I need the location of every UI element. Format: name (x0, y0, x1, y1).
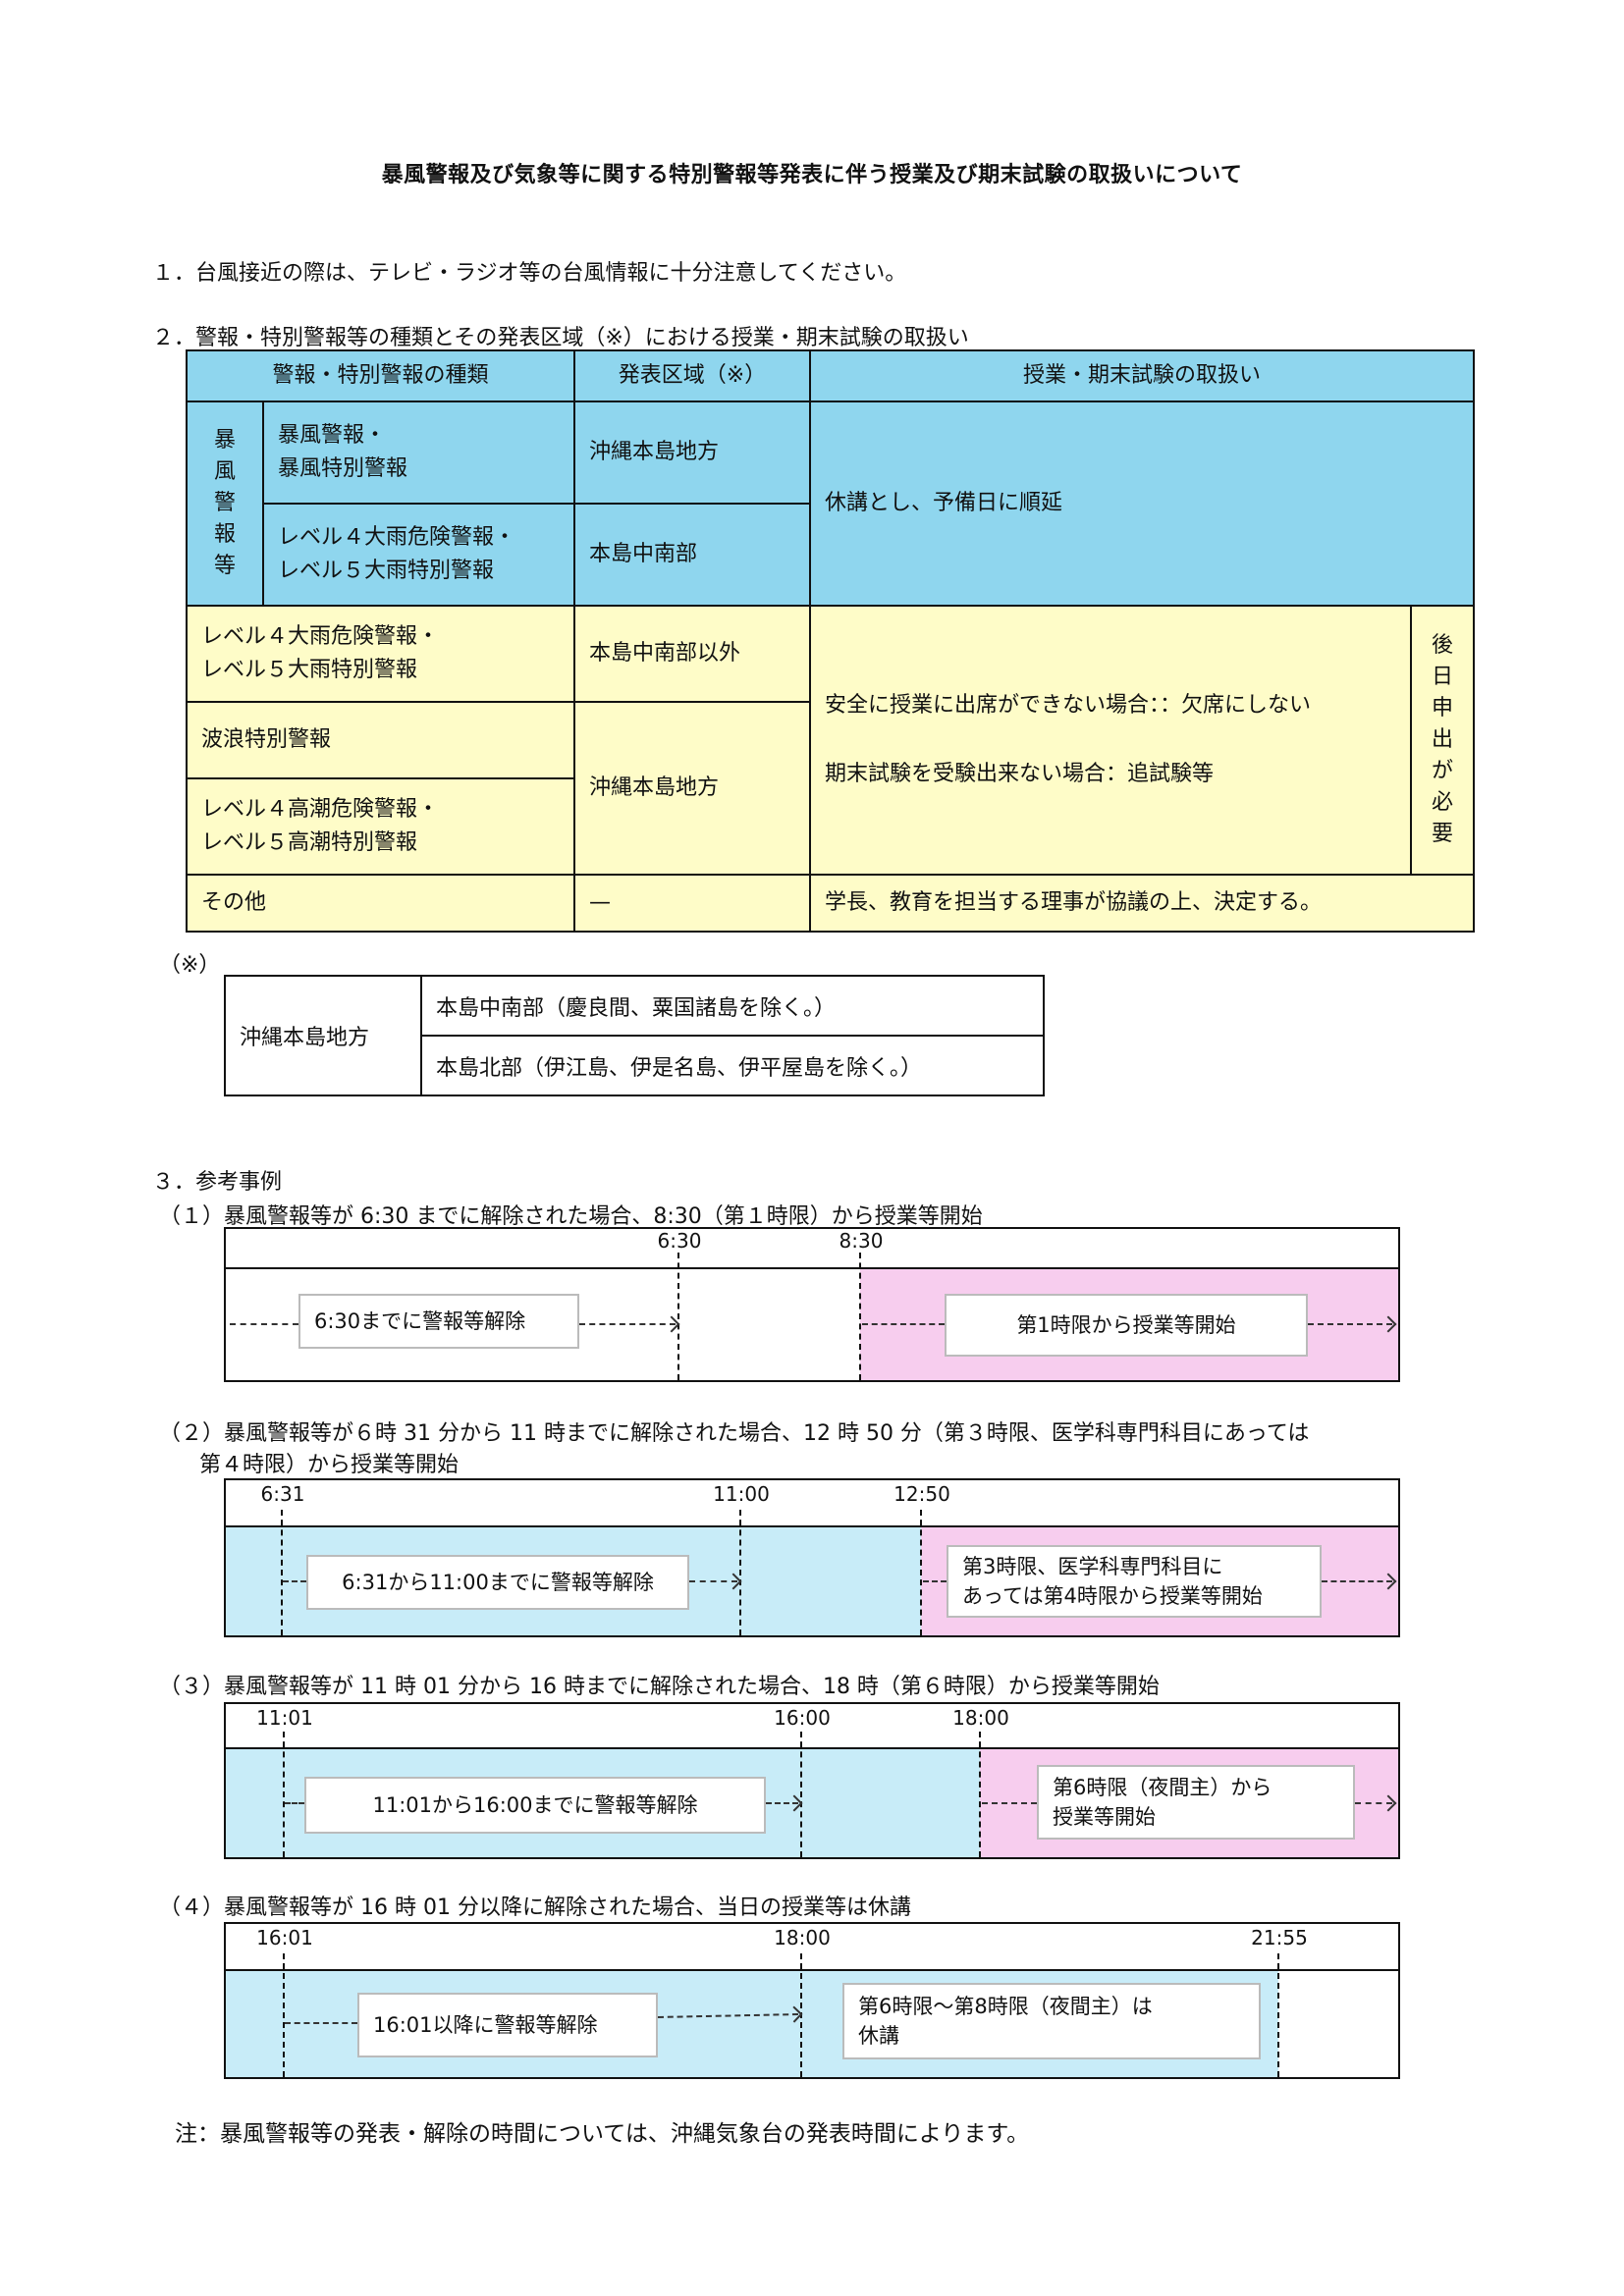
cancel-box: 第6時限～第8時限（夜間主）は休講 (842, 1983, 1261, 2059)
warning-table: 警報・特別警報の種類 発表区域（※） 授業・期末試験の取扱い 暴風警報等 暴風警… (185, 349, 1476, 933)
warning-type-other: その他 (185, 874, 576, 933)
case-4-caption: （４）暴風警報等が 16 時 01 分以降に解除された場合、当日の授業等は休講 (159, 1896, 911, 1920)
region-row-2: 本島北部（伊江島、伊是名島、伊平屋島を除く。） (420, 1035, 1045, 1096)
item-3-text: ３．参考事例 (152, 1170, 283, 1195)
item-2-text: ２．警報・特別警報等の種類とその発表区域（※）における授業・期末試験の取扱い (152, 326, 969, 350)
lift-after-box: 16:01以降に警報等解除 (357, 1993, 658, 2057)
case-2-caption-2: 第４時限）から授業等開始 (199, 1453, 460, 1477)
case-4-timeline: 16:01 18:00 21:55 16:01以降に警報等解除 第6時限～第8時… (224, 1922, 1400, 2079)
case-2-timeline: 6:31 11:00 12:50 6:31から11:00までに警報等解除 第3時… (224, 1478, 1400, 1637)
time-label: 6:30 (657, 1229, 702, 1253)
handling-attendance: 安全に授業に出席ができない場合：：欠席にしない 期末試験を受験出来ない場合：追試… (809, 605, 1413, 876)
warning-type-storm: 暴風警報・暴風特別警報 (261, 400, 576, 505)
case-1-timeline: 6:30 8:30 6:30までに警報等解除 第1時限から授業等開始 (224, 1227, 1400, 1382)
time-label: 16:01 (256, 1926, 313, 1949)
header-type: 警報・特別警報の種類 (185, 349, 576, 402)
case-1-caption: （１）暴風警報等が 6:30 までに解除された場合、8:30（第１時限）から授業… (159, 1204, 983, 1229)
warning-type-tide: レベル４高潮危険警報・レベル５高潮特別警報 (185, 777, 576, 876)
case-3-timeline: 11:01 16:00 18:00 11:01から16:00までに警報等解除 第… (224, 1702, 1400, 1859)
area-other: — (573, 874, 812, 933)
area-okinawa-2: 沖縄本島地方 (573, 701, 812, 876)
lift-deadline-box: 6:30までに警報等解除 (298, 1294, 579, 1349)
time-label: 8:30 (839, 1229, 884, 1253)
item-1-text: １．台風接近の際は、テレビ・ラジオ等の台風情報に十分注意してください。 (152, 261, 907, 286)
table-header-row: 警報・特別警報の種類 発表区域（※） 授業・期末試験の取扱い (185, 349, 1476, 402)
handling-cancel: 休講とし、予備日に順延 (809, 400, 1476, 607)
page-title: 暴風警報及び気象等に関する特別警報等発表に伴う授業及び期末試験の取扱いについて (381, 163, 1243, 187)
case-3-caption: （３）暴風警報等が 11 時 01 分から 16 時までに解除された場合、18 … (159, 1675, 1160, 1699)
time-label: 11:01 (256, 1706, 313, 1730)
class-start-box: 第3時限、医学科専門科目にあっては第4時限から授業等開始 (947, 1545, 1322, 1618)
group-label-storm: 暴風警報等 (186, 400, 264, 607)
warning-type-rain: レベル４大雨危険警報・レベル５大雨特別警報 (261, 503, 576, 607)
lift-period-box: 11:01から16:00までに警報等解除 (304, 1777, 766, 1834)
region-table: 沖縄本島地方 本島中南部（慶良間、粟国諸島を除く。） 本島北部（伊江島、伊是名島… (224, 975, 1045, 1096)
class-start-box: 第1時限から授業等開始 (945, 1294, 1308, 1357)
time-label: 18:00 (774, 1926, 831, 1949)
handling-other: 学長、教育を担当する理事が協議の上、決定する。 (809, 874, 1476, 933)
table-row: その他 — 学長、教育を担当する理事が協議の上、決定する。 (185, 874, 1476, 933)
table-row: 暴風警報等 暴風警報・暴風特別警報 沖縄本島地方 休講とし、予備日に順延 (186, 400, 1476, 607)
warning-type-wave: 波浪特別警報 (185, 701, 576, 779)
time-label: 6:31 (260, 1482, 305, 1506)
area-okinawa: 沖縄本島地方 (573, 400, 812, 505)
time-label: 11:00 (713, 1482, 770, 1506)
lift-period-box: 6:31から11:00までに警報等解除 (306, 1555, 689, 1610)
area-south-central: 本島中南部 (573, 503, 812, 607)
region-row-1: 本島中南部（慶良間、粟国諸島を除く。） (420, 975, 1045, 1037)
note-mark: （※） (159, 953, 221, 978)
case-2-caption-1: （２）暴風警報等が６時 31 分から 11 時までに解除された場合、12 時 5… (159, 1421, 1310, 1446)
time-label: 18:00 (952, 1706, 1009, 1730)
time-label: 21:55 (1251, 1926, 1308, 1949)
warning-type-rain-other: レベル４大雨危険警報・レベル５大雨特別警報 (185, 605, 576, 703)
area-outside-south-central: 本島中南部以外 (573, 605, 812, 703)
footnote: 注：暴風警報等の発表・解除の時間については、沖縄気象台の発表時間によります。 (175, 2121, 1030, 2147)
region-label: 沖縄本島地方 (224, 975, 422, 1096)
header-area: 発表区域（※） (573, 349, 812, 402)
time-label: 12:50 (893, 1482, 950, 1506)
header-handling: 授業・期末試験の取扱い (809, 349, 1476, 402)
class-start-box: 第6時限（夜間主）から授業等開始 (1037, 1765, 1355, 1840)
side-note-required: 後日申出が必要 (1410, 605, 1476, 876)
table-row: レベル４大雨危険警報・レベル５大雨特別警報 本島中南部以外 安全に授業に出席がで… (185, 605, 1476, 876)
time-label: 16:00 (774, 1706, 831, 1730)
